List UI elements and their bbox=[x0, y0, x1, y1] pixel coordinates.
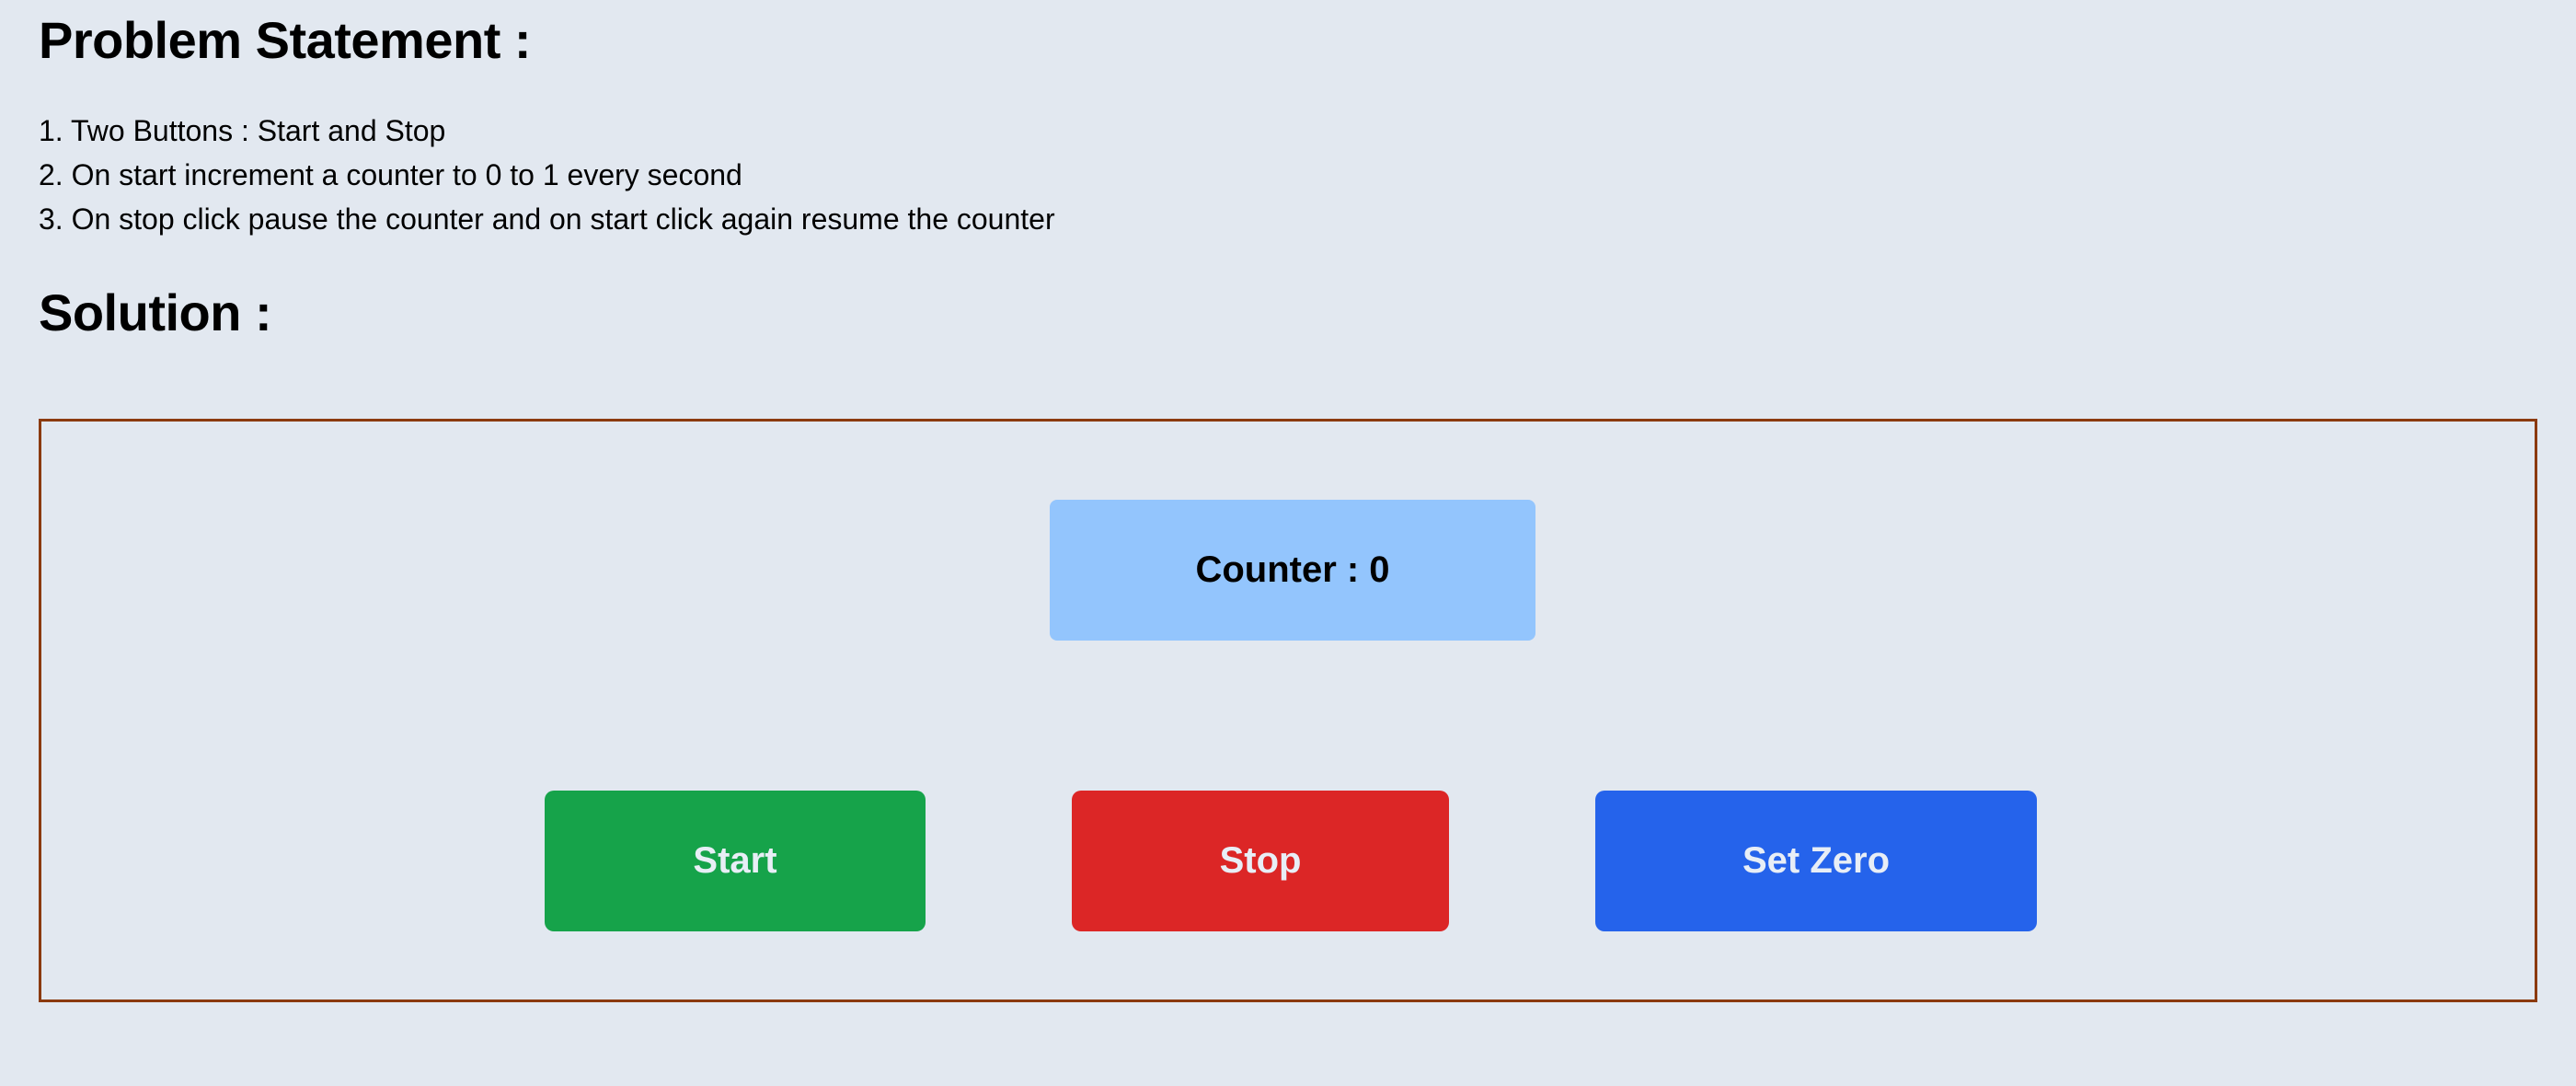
solution-heading: Solution : bbox=[39, 283, 272, 341]
counter-display: Counter : 0 bbox=[1050, 500, 1535, 641]
problem-step-2: 2. On start increment a counter to 0 to … bbox=[39, 158, 742, 191]
problem-statement-heading: Problem Statement : bbox=[39, 11, 532, 69]
solution-container: Counter : 0 Start Stop Set Zero bbox=[39, 419, 2537, 1002]
start-button[interactable]: Start bbox=[545, 791, 926, 931]
problem-step-1: 1. Two Buttons : Start and Stop bbox=[39, 114, 446, 147]
problem-steps-list: 1. Two Buttons : Start and Stop 2. On st… bbox=[39, 109, 1055, 241]
problem-step-3: 3. On stop click pause the counter and o… bbox=[39, 202, 1055, 236]
set-zero-button[interactable]: Set Zero bbox=[1595, 791, 2037, 931]
stop-button[interactable]: Stop bbox=[1072, 791, 1449, 931]
